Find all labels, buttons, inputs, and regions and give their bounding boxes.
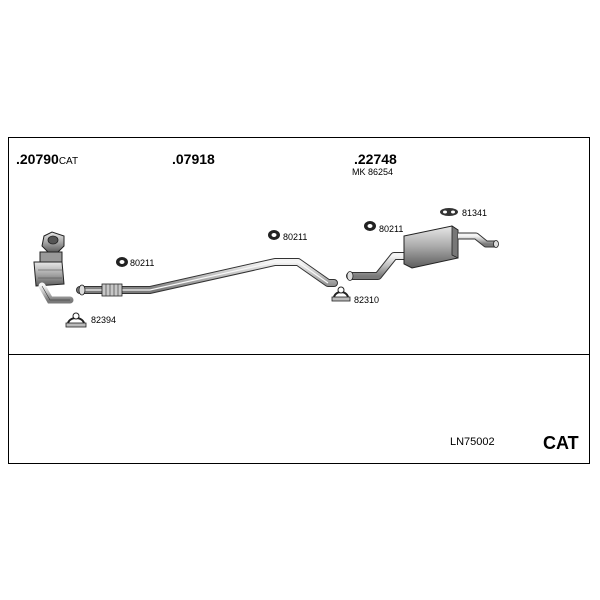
clamp-front xyxy=(65,312,87,328)
part-number-rear-silencer: .22748 xyxy=(354,151,397,167)
hanger-rear xyxy=(364,221,376,231)
hanger-middle xyxy=(268,230,280,240)
rear-silencer xyxy=(346,225,499,281)
part-number-middle-pipe: .07918 xyxy=(172,151,215,167)
diagram-frame xyxy=(8,137,590,464)
mounting-kit-number: MK 86254 xyxy=(352,167,394,177)
middle-pipe xyxy=(76,258,338,297)
rubber-rear xyxy=(440,208,458,216)
fitting-label-hanger-front: 80211 xyxy=(130,258,155,268)
fitting-label-clamp-rear: 82310 xyxy=(354,295,380,305)
catalytic-converter xyxy=(33,231,74,304)
fitting-label-hanger-middle: 80211 xyxy=(283,232,308,242)
clamp-rear xyxy=(331,286,351,302)
set-code: LN75002 xyxy=(450,436,495,448)
fitting-label-clamp-front: 82394 xyxy=(91,315,117,325)
footer-divider xyxy=(8,354,590,355)
part-number-cat-converter: .20790CAT xyxy=(16,151,79,167)
fitting-label-hanger-rear: 80211 xyxy=(379,224,404,234)
type-label: CAT xyxy=(543,433,579,453)
hanger-front xyxy=(116,257,128,267)
fitting-label-rubber-rear: 81341 xyxy=(462,208,488,218)
